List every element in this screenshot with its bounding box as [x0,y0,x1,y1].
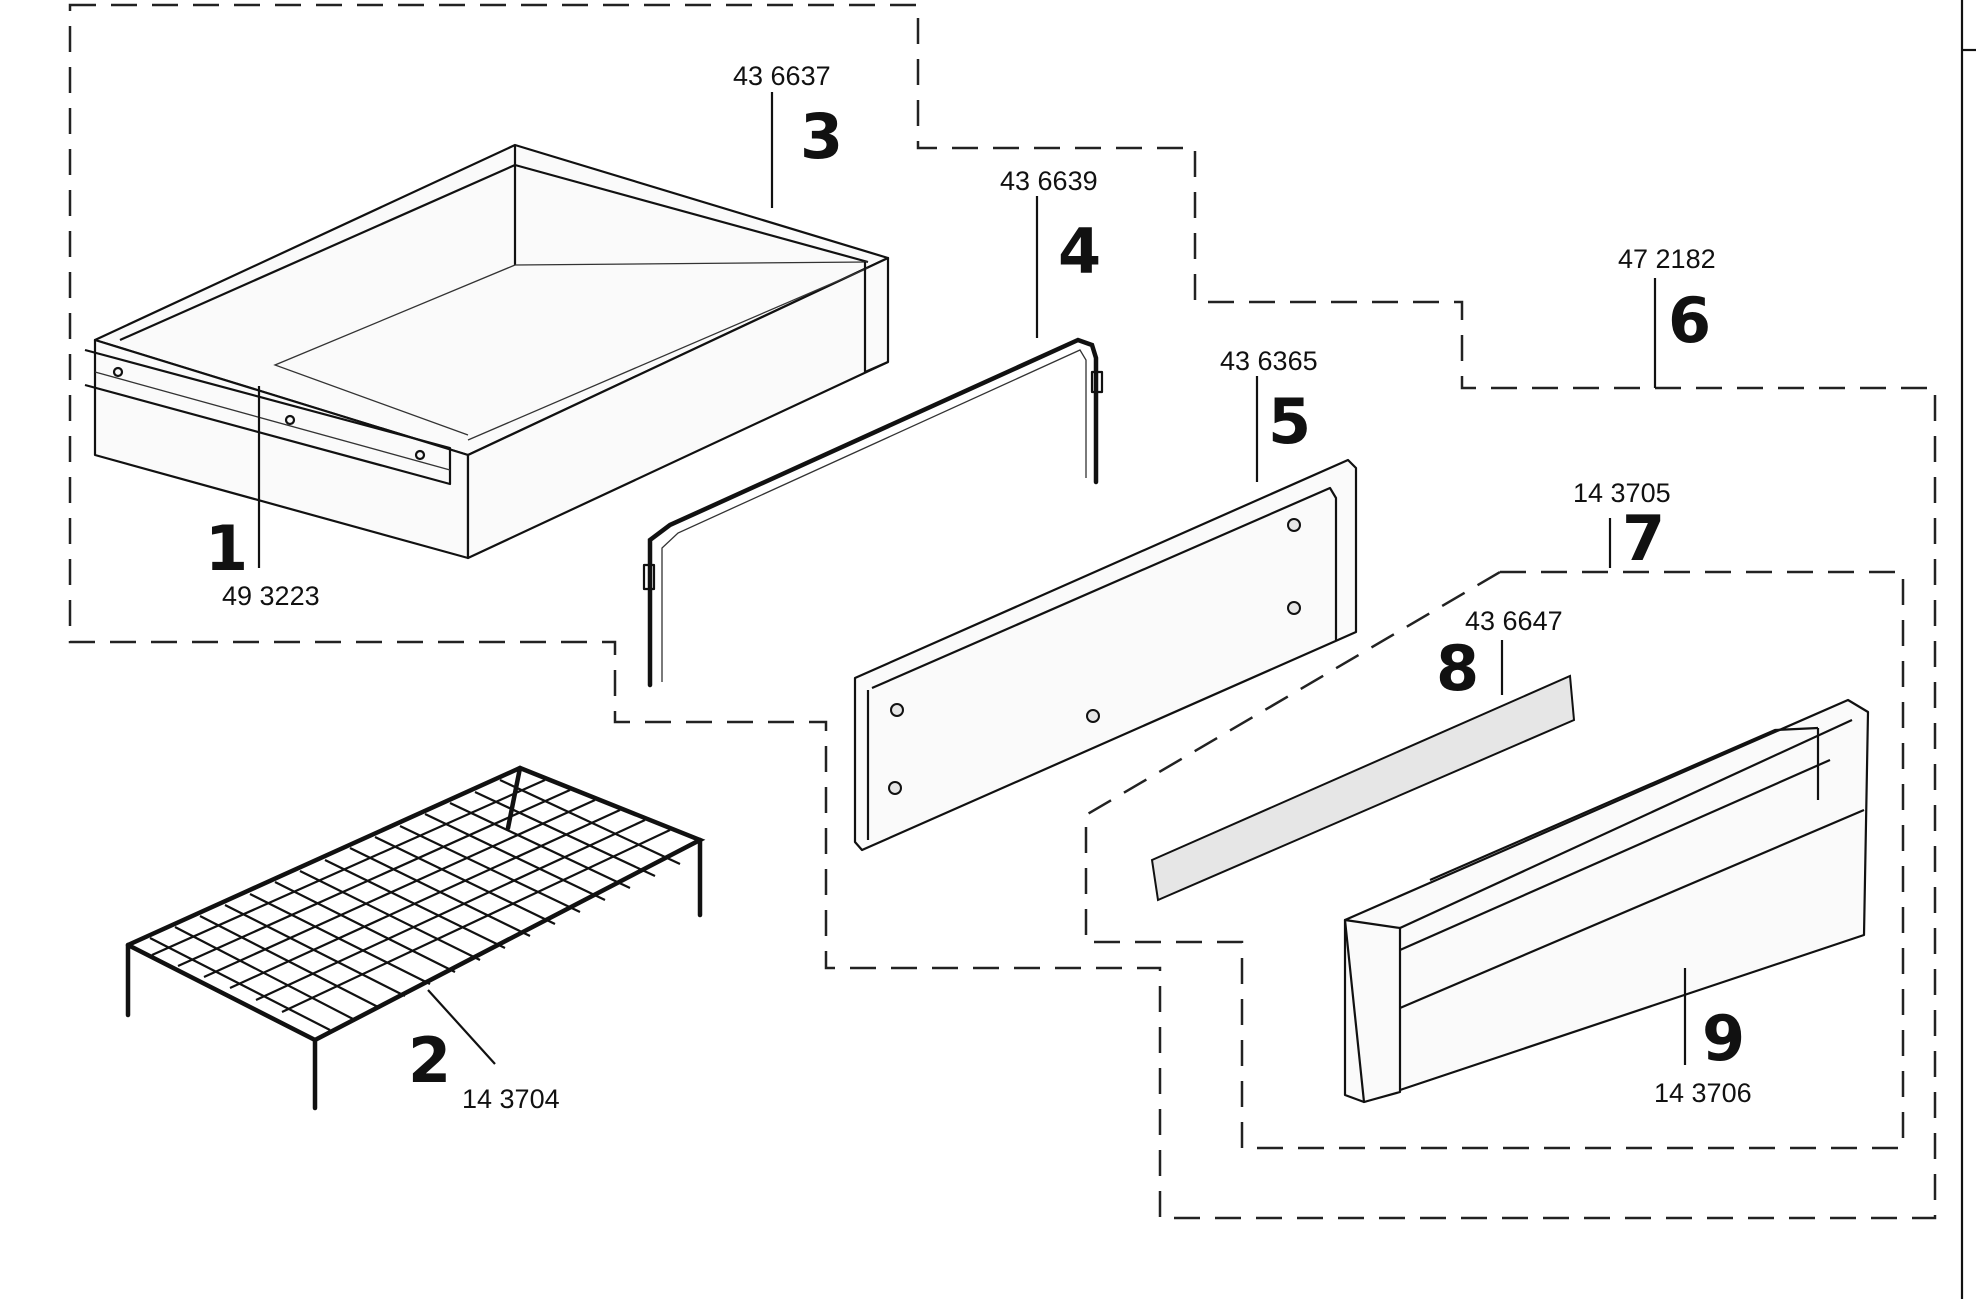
part-7-partno: 14 3705 [1573,478,1671,508]
drawer-bin-part [84,143,890,560]
leader-line-2 [427,989,496,1065]
part-5-partno: 43 6365 [1220,346,1318,376]
u-rail-part [642,337,1104,688]
group-outline-3 [68,3,1937,1220]
part-3-number: 3 [800,100,843,173]
part-5-number: 5 [1268,385,1311,458]
part-8-number: 8 [1436,632,1479,705]
part-9-number: 9 [1702,1002,1745,1075]
part-2-partno: 14 3704 [462,1084,560,1114]
part-6-partno: 47 2182 [1618,244,1716,274]
front-panel-part [1343,698,1870,1104]
part-3-partno: 43 6637 [733,61,831,91]
part-callouts: 1 49 3223 2 14 3704 43 6637 3 43 6639 4 … [205,61,1752,1114]
part-7-number: 7 [1622,502,1665,575]
part-9-partno: 14 3706 [1654,1078,1752,1108]
part-4-partno: 43 6639 [1000,166,1098,196]
group-outline-7 [1084,570,1905,1150]
wire-shelf-part [125,765,706,1111]
trim-strip-part [1150,674,1576,902]
part-2-number: 2 [408,1024,451,1097]
part-1-number: 1 [205,512,248,585]
right-margin-mark [1960,0,1976,1299]
part-4-number: 4 [1058,215,1101,288]
part-8-partno: 43 6647 [1465,606,1563,636]
assembly-group-outlines [68,3,1937,1220]
part-1-partno: 49 3223 [222,581,320,611]
part-6-number: 6 [1668,284,1711,357]
leader-lines [257,92,1687,1065]
inner-panel-part [853,458,1358,852]
